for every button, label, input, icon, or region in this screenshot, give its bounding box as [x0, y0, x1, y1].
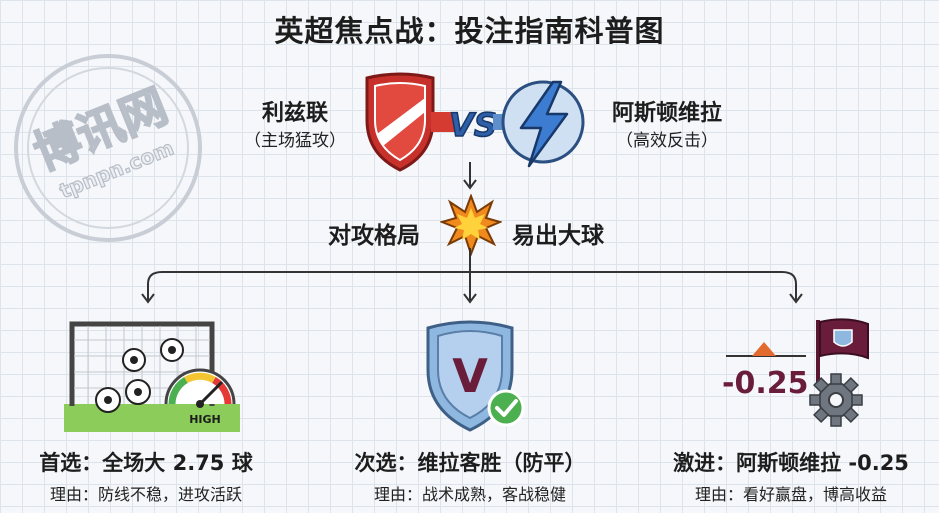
gauge-label: HIGH [189, 413, 221, 426]
leeds-shield-icon [365, 72, 435, 172]
option-2-title: 次选：维拉客胜（防平） [354, 451, 586, 475]
goal-frame [69, 321, 215, 406]
pattern-right-label: 易出大球 [512, 223, 604, 249]
handicap-illustration [726, 318, 869, 427]
handicap-value: -0.25 [722, 366, 809, 401]
home-team-name: 利兹联 [261, 101, 328, 126]
option-2-reason: 理由：战术成熟，客战稳健 [373, 485, 566, 504]
option-1-reason: 理由：防线不稳，进攻活跃 [49, 485, 242, 504]
explosion-icon [440, 194, 502, 256]
lightning-badge-icon [501, 80, 585, 168]
away-team-note: （高效反击） [616, 131, 718, 151]
down-arrow-icon [463, 162, 477, 190]
villa-shield-illustration: V [426, 320, 525, 432]
branch-connector [141, 248, 803, 304]
flag-icon [816, 318, 869, 388]
home-team-note: （主场猛攻） [244, 131, 346, 151]
option-1-title: 首选：全场大 2.75 球 [39, 451, 253, 475]
away-team-name: 阿斯顿维拉 [611, 101, 722, 126]
page-title: 英超焦点战：投注指南科普图 [274, 14, 665, 48]
balance-triangle-icon [752, 342, 776, 356]
gauge-high-icon [164, 368, 236, 408]
option-3-reason: 理由：看好赢盘，博高收益 [694, 485, 887, 504]
soccer-ball-icon [95, 338, 184, 413]
goal-balls-illustration [64, 321, 240, 432]
pattern-left-label: 对攻格局 [328, 223, 420, 249]
vs-text: VS [449, 106, 497, 144]
matchup-emblem: VS [365, 72, 585, 172]
gear-icon [809, 373, 863, 427]
checkmark-badge-icon [487, 389, 525, 427]
option-3-title: 激进：阿斯顿维拉 -0.25 [673, 451, 909, 475]
vs-badge: VS [448, 105, 497, 145]
watermark-logo: 博讯网 tpnpn.com [14, 54, 202, 242]
shield-letter: V [452, 349, 488, 403]
grass-field [64, 404, 240, 432]
